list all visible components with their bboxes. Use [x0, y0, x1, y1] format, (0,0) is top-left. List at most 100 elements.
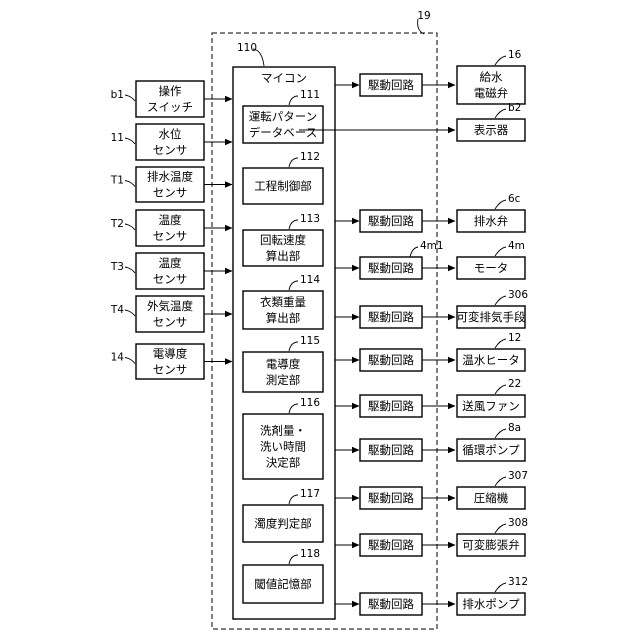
output-ref: 16: [508, 49, 522, 61]
mc-block-label: データベース: [249, 126, 317, 140]
drive-circuit-label: 駆動回路: [368, 310, 414, 324]
drive-circuit-label: 駆動回路: [368, 399, 414, 413]
input-label: 外気温度: [147, 299, 193, 313]
output-ref: 6c: [508, 193, 521, 205]
output-ref: b2: [508, 102, 521, 114]
mc-block-label: 算出部: [266, 311, 301, 325]
input-ref-leader: [125, 358, 135, 364]
input-ref: 14: [111, 352, 125, 364]
mc-block-ref: 117: [300, 488, 320, 500]
drive-circuit-label: 駆動回路: [368, 443, 414, 457]
input-ref: T1: [110, 175, 124, 187]
mc-block-label: 工程制御部: [254, 179, 312, 193]
input-ref: 11: [111, 132, 124, 144]
output-ref-leader: [495, 339, 506, 348]
microcomputer-title: マイコン: [261, 71, 307, 85]
drive-circuit-label: 駆動回路: [368, 261, 414, 275]
output-label: 給水: [480, 70, 503, 84]
input-ref: T3: [110, 261, 124, 273]
mc-block-label: 閾値記憶部: [254, 577, 312, 591]
drive-circuit-label: 駆動回路: [368, 78, 414, 92]
mc-block-ref: 116: [300, 397, 320, 409]
input-ref-leader: [125, 310, 135, 316]
microcomputer-ref: 110: [237, 42, 257, 54]
output-ref-leader: [495, 524, 506, 533]
output-ref-leader: [495, 247, 506, 256]
output-ref: 307: [508, 470, 528, 482]
output-ref-leader: [495, 429, 506, 438]
input-label: 操作: [159, 84, 182, 98]
input-label: スイッチ: [147, 100, 193, 114]
output-label: 表示器: [474, 123, 509, 137]
output-ref-leader: [495, 109, 506, 118]
output-ref-leader: [495, 385, 506, 394]
output-ref: 12: [508, 332, 521, 344]
output-ref: 306: [508, 289, 528, 301]
input-label: センサ: [153, 272, 188, 286]
output-label: 送風ファン: [462, 399, 520, 413]
input-label: センサ: [153, 315, 188, 329]
output-ref-leader: [495, 583, 506, 592]
input-ref-leader: [125, 95, 135, 101]
drive-circuit-ref-leader: [410, 247, 418, 257]
drive-circuit-label: 駆動回路: [368, 597, 414, 611]
mc-block-ref: 113: [300, 213, 320, 225]
output-ref: 312: [508, 576, 528, 588]
drive-circuit-label: 駆動回路: [368, 214, 414, 228]
mc-block-label: 洗剤量・: [260, 424, 306, 438]
mc-block-label: 電導度: [266, 357, 301, 371]
output-label: 温水ヒータ: [462, 353, 520, 367]
system-ref: 19: [417, 10, 430, 22]
input-ref: T4: [110, 304, 124, 316]
input-label: センサ: [153, 186, 188, 200]
output-ref-leader: [495, 56, 506, 65]
mc-block-ref: 114: [300, 274, 320, 286]
input-label: センサ: [153, 363, 188, 377]
input-ref-leader: [125, 267, 135, 273]
input-ref-leader: [125, 138, 135, 144]
input-ref-leader: [125, 224, 135, 230]
drive-circuit-label: 駆動回路: [368, 491, 414, 505]
input-label: 排水温度: [147, 170, 193, 184]
output-label: 排水ポンプ: [462, 597, 520, 611]
output-label: モータ: [474, 261, 509, 275]
mc-block-ref: 112: [300, 151, 320, 163]
input-label: センサ: [153, 229, 188, 243]
output-ref: 4m: [508, 240, 525, 252]
drive-circuit-label: 駆動回路: [368, 538, 414, 552]
mc-block-label: 運転パターン: [249, 110, 317, 124]
mc-block-label: 測定部: [266, 373, 301, 387]
output-ref-leader: [495, 296, 506, 305]
mc-block-label: 洗い時間: [260, 440, 306, 454]
output-label: 可変排気手段: [457, 310, 526, 324]
output-label: 圧縮機: [474, 491, 509, 505]
output-ref: 8a: [508, 422, 521, 434]
mc-block-label: 濁度判定部: [254, 517, 312, 531]
output-ref-leader: [495, 477, 506, 486]
drive-circuit-ref: 4m1: [420, 240, 444, 252]
mc-block-ref: 111: [300, 89, 320, 101]
output-ref: 308: [508, 517, 528, 529]
input-ref-leader: [125, 181, 135, 187]
mc-block-label: 衣類重量: [260, 295, 306, 309]
output-label: 排水弁: [474, 214, 509, 228]
input-label: 温度: [159, 213, 182, 227]
output-label: 電磁弁: [474, 86, 509, 100]
input-devices: 操作スイッチb1水位センサ11排水温度センサT1温度センサT2温度センサT3外気…: [110, 81, 232, 379]
output-label: 可変膨張弁: [462, 538, 520, 552]
mc-block-label: 回転速度: [260, 233, 306, 247]
mc-block-ref: 115: [300, 335, 320, 347]
mc-block-ref: 118: [300, 548, 320, 560]
input-ref: b1: [111, 89, 124, 101]
output-label: 循環ポンプ: [462, 443, 520, 457]
input-label: 温度: [159, 256, 182, 270]
input-label: 電導度: [153, 347, 188, 361]
drive-circuit-label: 駆動回路: [368, 353, 414, 367]
input-ref: T2: [110, 218, 124, 230]
input-label: 水位: [159, 127, 182, 141]
output-ref: 22: [508, 378, 521, 390]
output-ref-leader: [495, 200, 506, 209]
mc-block-label: 決定部: [266, 456, 301, 470]
mc-block-label: 算出部: [266, 249, 301, 263]
